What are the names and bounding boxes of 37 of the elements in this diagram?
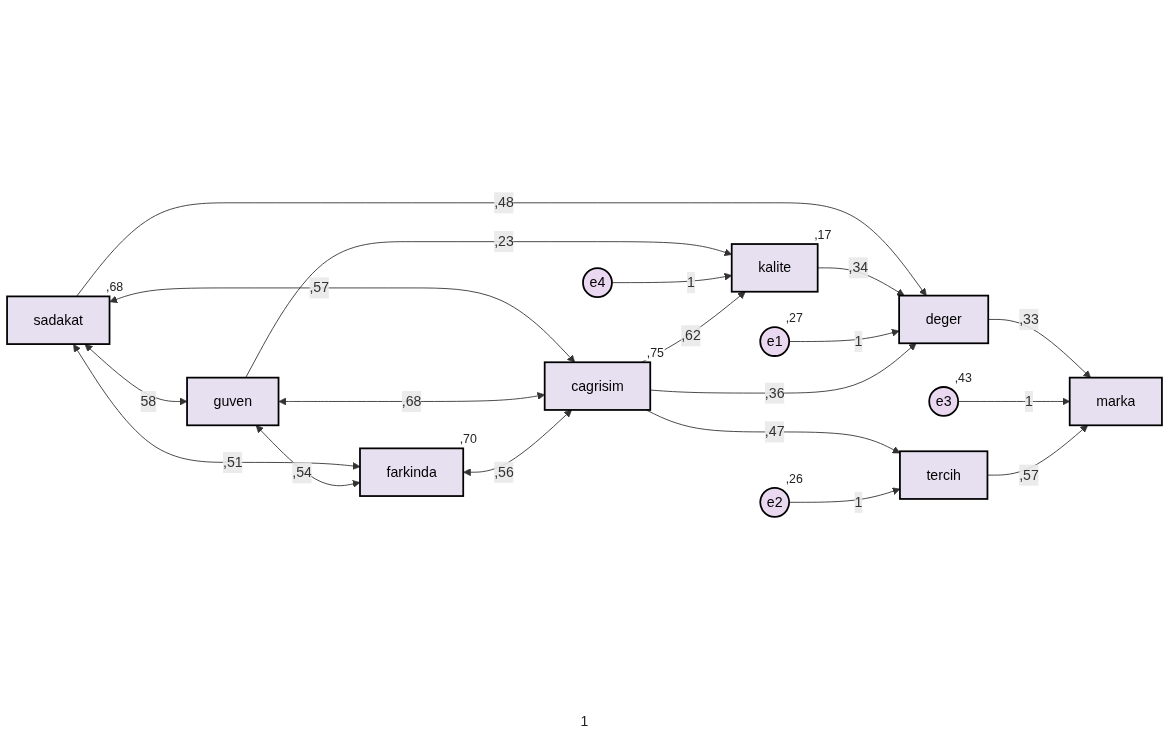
node-box: guven	[186, 376, 280, 427]
node-box: sadakat	[6, 295, 111, 345]
node-box: farkinda	[359, 447, 465, 497]
edge-label: 1	[854, 494, 863, 510]
node-box: tercih	[899, 450, 989, 500]
edge-label: 1	[854, 333, 863, 349]
node-box: marka	[1068, 376, 1163, 427]
estimate-value: ,68	[106, 280, 124, 295]
node-circle: e2	[759, 486, 791, 518]
estimate-value: ,70	[459, 432, 477, 447]
node-circle: e4	[582, 267, 613, 298]
node-box: deger	[898, 294, 990, 345]
edge-label: 58	[140, 393, 157, 409]
estimate-value: ,27	[785, 310, 803, 325]
edge-label: 1	[1025, 393, 1033, 409]
edge-label: ,54	[292, 464, 312, 480]
edge-label: ,68	[401, 393, 422, 409]
edge-label: ,23	[494, 233, 514, 249]
estimate-value: ,43	[954, 370, 972, 385]
edge-label: 1	[687, 274, 695, 290]
node-box: cagrisim	[543, 361, 652, 411]
estimate-value: ,17	[814, 227, 832, 242]
edge-label: ,57	[1019, 467, 1039, 483]
edge-label: ,56	[494, 464, 514, 480]
edge-label: ,57	[309, 279, 330, 295]
edge-label: ,47	[764, 423, 785, 439]
edge-label: ,33	[1019, 311, 1039, 327]
edge-label: ,48	[494, 194, 514, 210]
edge-label: ,51	[222, 454, 243, 470]
edge-label: ,36	[764, 385, 785, 401]
edge-label: ,34	[848, 259, 869, 275]
edge-label: ,62	[681, 327, 701, 343]
node-circle: e3	[928, 386, 960, 417]
note-text: 1	[580, 713, 589, 729]
node-circle: e1	[759, 326, 791, 357]
node-box: kalite	[730, 243, 819, 293]
estimate-value: ,26	[785, 471, 803, 486]
